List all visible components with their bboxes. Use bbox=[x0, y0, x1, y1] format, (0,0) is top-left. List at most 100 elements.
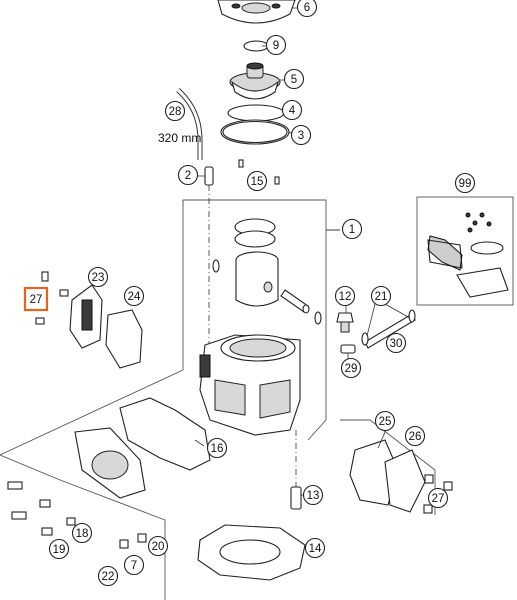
callout-label: 27 bbox=[30, 294, 43, 306]
callout-label: 26 bbox=[409, 431, 422, 443]
leader-lines bbox=[194, 7, 411, 496]
callout-29[interactable]: 29 bbox=[340, 357, 362, 379]
callout-21[interactable]: 21 bbox=[370, 285, 392, 307]
o-ring-large bbox=[220, 119, 290, 145]
callout-25[interactable]: 25 bbox=[374, 410, 396, 432]
callout-label: 25 bbox=[379, 416, 392, 428]
callout-circle bbox=[281, 99, 303, 121]
callout-5[interactable]: 5 bbox=[283, 68, 305, 90]
callout-label: 6 bbox=[304, 2, 310, 14]
callout-circle bbox=[48, 538, 70, 560]
callout-circle bbox=[123, 554, 145, 576]
callout-numbers: 6 9 5 4 3 28 2 15 1 99 23 24 27 12 21 30 29 16 25 26 27 13 18 1… bbox=[23, 0, 476, 587]
callout-label: 30 bbox=[390, 338, 403, 350]
callout-circle bbox=[302, 484, 324, 506]
callout-label: 20 bbox=[152, 541, 165, 553]
callout-27-selected[interactable]: 27 bbox=[23, 286, 49, 312]
piston-pin bbox=[280, 289, 310, 314]
exhaust-flange bbox=[74, 427, 146, 499]
callout-24[interactable]: 24 bbox=[123, 285, 145, 307]
callout-label: 18 bbox=[76, 528, 89, 540]
callout-circle bbox=[97, 565, 119, 587]
callout-23[interactable]: 23 bbox=[87, 266, 109, 288]
callout-label: 13 bbox=[307, 490, 320, 502]
callout-label: 16 bbox=[211, 443, 224, 455]
callout-4[interactable]: 4 bbox=[281, 99, 303, 121]
callout-14[interactable]: 14 bbox=[304, 537, 326, 559]
callout-19[interactable]: 19 bbox=[48, 538, 70, 560]
callout-20[interactable]: 20 bbox=[147, 535, 169, 557]
callout-label: 15 bbox=[251, 176, 264, 188]
callout-circle bbox=[206, 437, 228, 459]
o-ring-medium bbox=[227, 104, 285, 122]
callout-1[interactable]: 1 bbox=[341, 218, 363, 240]
callout-circle bbox=[296, 0, 318, 18]
callout-15[interactable]: 15 bbox=[246, 170, 268, 192]
callout-circle bbox=[290, 124, 312, 146]
callout-circle bbox=[87, 266, 109, 288]
exhaust-valve-cover bbox=[69, 284, 103, 349]
callout-label: 23 bbox=[92, 272, 105, 284]
callout-circle bbox=[385, 332, 407, 354]
callout-13[interactable]: 13 bbox=[302, 484, 324, 506]
callout-22[interactable]: 22 bbox=[97, 565, 119, 587]
callout-18[interactable]: 18 bbox=[71, 522, 93, 544]
hose-length-label: 320 mm bbox=[158, 131, 201, 145]
circlips bbox=[212, 259, 322, 325]
callout-7[interactable]: 7 bbox=[123, 554, 145, 576]
cylinder-head-cover bbox=[217, 0, 296, 24]
callout-label: 27 bbox=[432, 493, 445, 505]
callout-label: 19 bbox=[53, 544, 66, 556]
callout-label: 29 bbox=[345, 363, 358, 375]
stud-bolt-13 bbox=[290, 486, 302, 510]
callout-circle bbox=[340, 357, 362, 379]
callout-label: 4 bbox=[289, 105, 296, 117]
callout-2[interactable]: 2 bbox=[177, 164, 199, 186]
cylinder-gasket bbox=[119, 397, 211, 471]
shaft-with-seals bbox=[361, 309, 416, 349]
callout-label: 3 bbox=[298, 130, 304, 142]
exhaust-valve-gasket bbox=[105, 309, 143, 369]
callout-26[interactable]: 26 bbox=[404, 425, 426, 447]
callout-99[interactable]: 99 bbox=[454, 172, 476, 194]
cylinder bbox=[199, 334, 301, 490]
callout-circle bbox=[404, 425, 426, 447]
callout-label: 99 bbox=[459, 178, 472, 190]
callout-circle bbox=[246, 170, 268, 192]
callout-label: 12 bbox=[339, 291, 352, 303]
cylinder-base-gasket bbox=[197, 524, 306, 581]
gasket-kit bbox=[427, 212, 509, 298]
callout-12[interactable]: 12 bbox=[334, 285, 356, 307]
callout-28[interactable]: 28 bbox=[164, 100, 186, 122]
screws-bottom bbox=[7, 474, 453, 549]
callout-label: 14 bbox=[309, 543, 322, 555]
callout-highlight-box bbox=[23, 286, 49, 312]
callout-circle bbox=[427, 487, 449, 509]
callout-circle bbox=[334, 285, 356, 307]
callout-circle bbox=[304, 537, 326, 559]
callout-3[interactable]: 3 bbox=[290, 124, 312, 146]
callout-6[interactable]: 6 bbox=[296, 0, 318, 18]
callout-16[interactable]: 16 bbox=[206, 437, 228, 459]
callout-circle bbox=[164, 100, 186, 122]
stud-screw bbox=[204, 166, 214, 360]
banjo-bolt bbox=[336, 312, 354, 333]
hose-nozzle bbox=[340, 344, 356, 354]
water-pump-cover bbox=[384, 449, 426, 513]
callout-label: 22 bbox=[102, 571, 115, 583]
callout-circle bbox=[283, 68, 305, 90]
callout-27[interactable]: 27 bbox=[427, 487, 449, 509]
callout-label: 24 bbox=[128, 291, 141, 303]
callout-label: 5 bbox=[291, 74, 297, 86]
piston bbox=[235, 251, 279, 307]
callout-circle bbox=[71, 522, 93, 544]
cylinder-head-insert bbox=[229, 62, 281, 100]
callout-label: 9 bbox=[273, 40, 279, 52]
callout-circle bbox=[177, 164, 199, 186]
callout-30[interactable]: 30 bbox=[385, 332, 407, 354]
callout-9[interactable]: 9 bbox=[265, 34, 287, 56]
callout-circle bbox=[147, 535, 169, 557]
callout-circle bbox=[370, 285, 392, 307]
callout-label: 21 bbox=[375, 291, 388, 303]
